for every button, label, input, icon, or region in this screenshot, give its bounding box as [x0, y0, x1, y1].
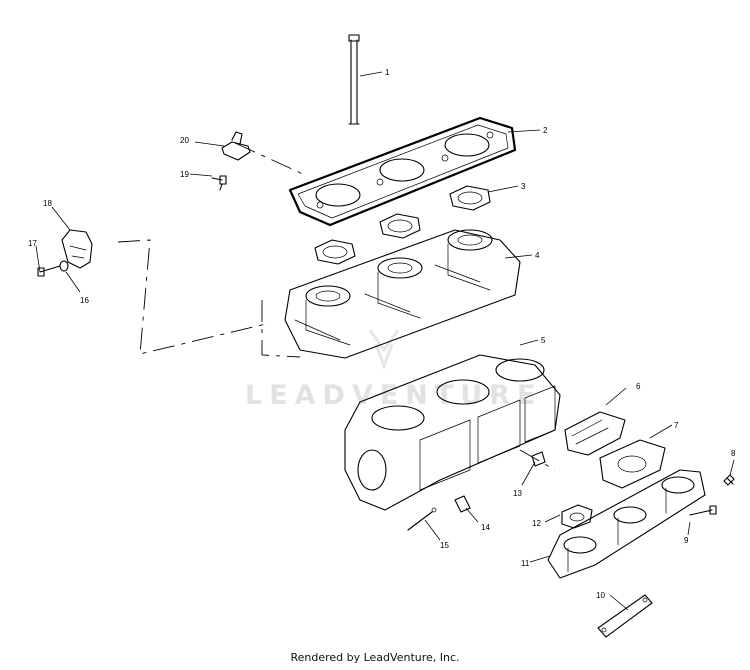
part-7-spacer[interactable] [599, 439, 666, 489]
part-16-washer[interactable] [59, 260, 69, 272]
part-18-bracket[interactable] [61, 229, 93, 269]
part-6-reed-valve[interactable] [564, 411, 626, 456]
callout-11: 11 [521, 559, 530, 568]
part-2-head-cover[interactable] [288, 116, 517, 227]
part-1-bolt[interactable] [348, 34, 360, 125]
callout-7: 7 [674, 421, 679, 430]
callout-9: 9 [684, 536, 689, 545]
leader-lines [35, 71, 735, 611]
callout-3: 3 [521, 182, 526, 191]
part-14-sleeve[interactable] [454, 495, 471, 513]
part-11-intake-manifold[interactable] [547, 469, 706, 579]
part-3-gaskets[interactable] [314, 185, 491, 265]
part-13-plug[interactable] [531, 451, 546, 467]
part-12-gasket[interactable] [561, 504, 593, 529]
assembly-lines [117, 142, 556, 471]
callout-1: 1 [385, 68, 390, 77]
callout-8: 8 [731, 449, 736, 458]
part-20-sensor[interactable] [221, 131, 251, 161]
callout-4: 4 [535, 251, 540, 260]
callout-18: 18 [43, 199, 52, 208]
callout-15: 15 [440, 541, 449, 550]
part-9-screw[interactable] [689, 505, 717, 516]
part-4-carburetors[interactable] [284, 229, 521, 359]
callout-17: 17 [28, 239, 37, 248]
callout-2: 2 [543, 126, 548, 135]
callouts: 1 2 3 4 5 6 7 8 9 10 11 12 13 14 15 16 1… [28, 68, 736, 600]
callout-5: 5 [541, 336, 546, 345]
callout-6: 6 [636, 382, 641, 391]
callout-14: 14 [481, 523, 490, 532]
callout-19: 19 [180, 170, 189, 179]
part-8-screw[interactable] [723, 474, 735, 486]
part-19-screw[interactable] [211, 175, 227, 191]
part-5-engine-block[interactable] [344, 354, 561, 511]
watermark: LEADVENTURE [245, 329, 542, 411]
callout-12: 12 [532, 519, 541, 528]
callout-20: 20 [180, 136, 189, 145]
watermark-text: LEADVENTURE [245, 380, 542, 411]
callout-13: 13 [513, 489, 522, 498]
footer-credit: Rendered by LeadVenture, Inc. [290, 651, 460, 664]
part-10-strap[interactable] [597, 594, 653, 638]
callout-16: 16 [80, 296, 89, 305]
part-15-pin[interactable] [407, 507, 437, 531]
callout-10: 10 [596, 591, 605, 600]
part-17-bolt[interactable] [37, 265, 61, 277]
